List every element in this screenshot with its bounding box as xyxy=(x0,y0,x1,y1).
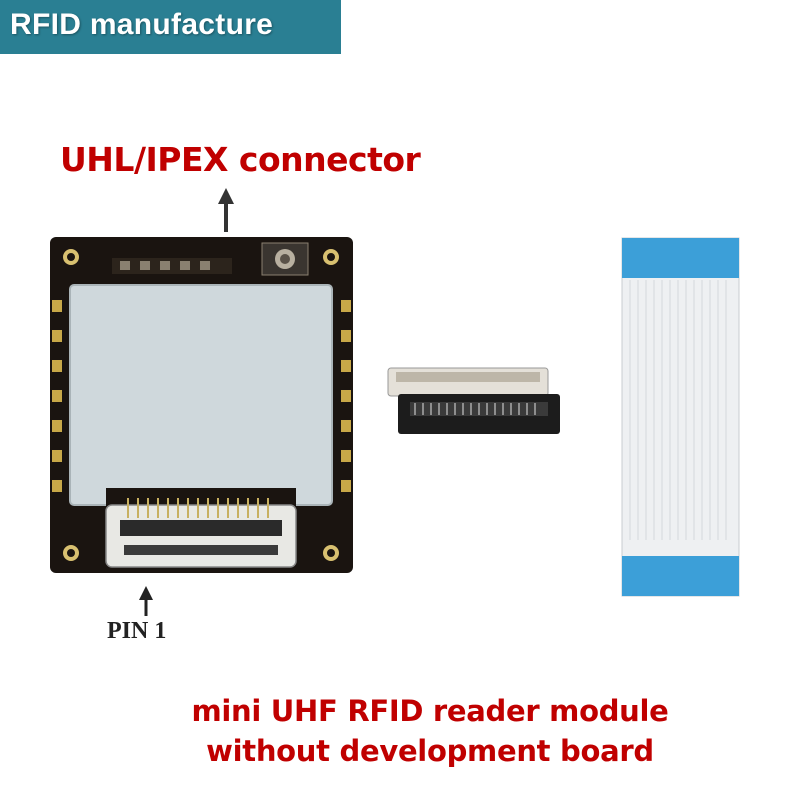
brand-banner-text: RFID manufacture xyxy=(10,8,274,41)
caption-line-1: mini UHF RFID reader module xyxy=(191,694,669,728)
board-fpc-connector xyxy=(105,488,297,568)
pin1-label: PIN 1 xyxy=(107,618,167,644)
metal-shield xyxy=(69,284,333,506)
fpc-connector-part xyxy=(387,367,560,434)
cable-stiffener-top xyxy=(622,238,739,278)
connector-arrow xyxy=(218,188,234,232)
cable-stiffener-bottom xyxy=(622,556,739,596)
ipex-connector xyxy=(261,242,309,276)
pin1-arrow xyxy=(139,586,153,616)
brand-banner: RFID manufacture xyxy=(0,0,341,54)
connector-label: UHL/IPEX connector xyxy=(60,140,421,179)
rfid-module-board xyxy=(50,237,353,573)
flat-ribbon-cable xyxy=(621,237,740,597)
caption-line-2: without development board xyxy=(206,734,654,768)
